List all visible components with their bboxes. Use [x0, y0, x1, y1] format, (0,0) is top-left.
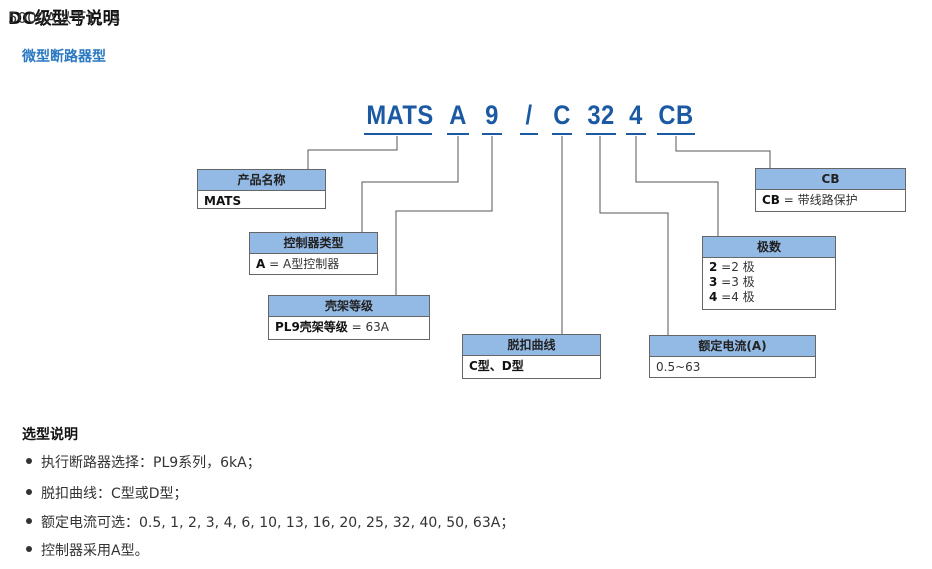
notes-item: 脱扣曲线：C型或D型；: [26, 483, 188, 503]
rated-current-value: 0.5~63: [656, 360, 701, 374]
connector-a: [361, 136, 459, 232]
cb-box: CB CB = 带线路保护: [755, 168, 906, 212]
box-value: C型、D型: [463, 356, 600, 376]
controller-type-box: 控制器类型 A = A型控制器: [249, 232, 378, 275]
code-underline: [482, 133, 502, 135]
connector-mats: [307, 136, 398, 169]
bullet-icon: [26, 546, 32, 552]
bullet-icon: [26, 489, 32, 495]
pole-code: 4: [709, 290, 718, 304]
trip-curve-value: C型、D型: [469, 359, 524, 373]
code-underline: [364, 133, 432, 135]
frame-desc: 63A: [365, 320, 389, 334]
box-header: 额定电流(A): [650, 336, 815, 357]
cb-desc: 带线路保护: [797, 193, 858, 207]
code-segment-poles: 4: [629, 100, 643, 130]
notes-item-text: 额定电流可选：0.5, 1, 2, 3, 4, 6, 10, 13, 16, 2…: [41, 515, 515, 531]
controller-desc: A型控制器: [282, 257, 340, 271]
rated-current-box: 额定电流(A) 0.5~63: [649, 335, 816, 378]
pole-row: 3 =3 极: [709, 275, 835, 290]
code-underline: [447, 133, 469, 135]
equals-sign: =: [265, 257, 283, 271]
code-segment-current: 32: [587, 100, 615, 130]
bullet-icon: [26, 458, 32, 464]
notes-item-text: 执行断路器选择：PL9系列，6kA；: [41, 455, 261, 471]
code-segment-curve: C: [553, 100, 571, 130]
poles-list: 2 =2 极 3 =3 极 4 =4 极: [703, 258, 835, 307]
frame-code: PL9壳架等级: [275, 320, 348, 334]
model-code: MATS A 9 / C 32 4 CB: [0, 100, 932, 136]
code-underline: [552, 133, 572, 135]
page-title: DC级型号说明: [8, 9, 120, 29]
controller-code: A: [256, 257, 266, 271]
box-value: A = A型控制器: [250, 254, 377, 274]
equals-sign: =: [717, 260, 732, 274]
frame-level-box: 壳架等级 PL9壳架等级 = 63A: [268, 295, 430, 340]
box-value: PL9壳架等级 = 63A: [269, 317, 429, 337]
box-header: 壳架等级: [269, 296, 429, 317]
code-underline: [657, 133, 695, 135]
connector-cb: [675, 136, 771, 168]
connector-32: [599, 136, 669, 335]
notes-item-text: 控制器采用A型。: [41, 543, 149, 559]
connector-4: [635, 136, 719, 236]
pole-code: 2: [709, 260, 718, 274]
box-header: 极数: [703, 237, 835, 258]
box-value: CB = 带线路保护: [756, 190, 905, 210]
box-header: CB: [756, 169, 905, 190]
box-header: 脱扣曲线: [463, 335, 600, 356]
page-title-overlay: 5000A以下1、3: [8, 9, 121, 27]
notes-item: 额定电流可选：0.5, 1, 2, 3, 4, 6, 10, 13, 16, 2…: [26, 512, 514, 532]
code-segment-controller: A: [449, 100, 467, 130]
pole-code: 3: [709, 275, 718, 289]
equals-sign: =: [717, 290, 732, 304]
code-segment-slash: /: [525, 100, 533, 130]
pole-row: 4 =4 极: [709, 290, 835, 305]
product-name-box: 产品名称 MATS: [197, 169, 326, 209]
code-segment-frame: 9: [485, 100, 499, 130]
notes-item-text: 脱扣曲线：C型或D型；: [41, 486, 188, 502]
notes-title: 选型说明: [22, 427, 78, 443]
code-underline: [626, 133, 646, 135]
page-title-area: DC级型号说明 5000A以下1、3: [8, 4, 268, 29]
code-segment-series: MATS: [366, 100, 434, 130]
box-header: 产品名称: [198, 170, 325, 191]
product-name-value: MATS: [204, 194, 242, 208]
equals-sign: =: [717, 275, 732, 289]
trip-curve-box: 脱扣曲线 C型、D型: [462, 334, 601, 379]
poles-box: 极数 2 =2 极 3 =3 极 4 =4 极: [702, 236, 836, 310]
code-underline: [586, 133, 616, 135]
code-underline: [520, 133, 538, 135]
box-value: MATS: [198, 191, 325, 211]
connector-9: [395, 136, 493, 295]
equals-sign: =: [779, 193, 798, 207]
pole-row: 2 =2 极: [709, 260, 835, 275]
bullet-icon: [26, 518, 32, 524]
notes-item: 控制器采用A型。: [26, 540, 149, 560]
pole-desc: 4 极: [731, 290, 755, 304]
pole-desc: 2 极: [731, 260, 755, 274]
equals-sign: =: [347, 320, 366, 334]
cb-code: CB: [762, 193, 780, 207]
box-header: 控制器类型: [250, 233, 377, 254]
code-segment-protection: CB: [658, 100, 694, 130]
section-subtitle: 微型断路器型: [22, 49, 106, 65]
notes-item: 执行断路器选择：PL9系列，6kA；: [26, 452, 261, 472]
pole-desc: 3 极: [731, 275, 755, 289]
